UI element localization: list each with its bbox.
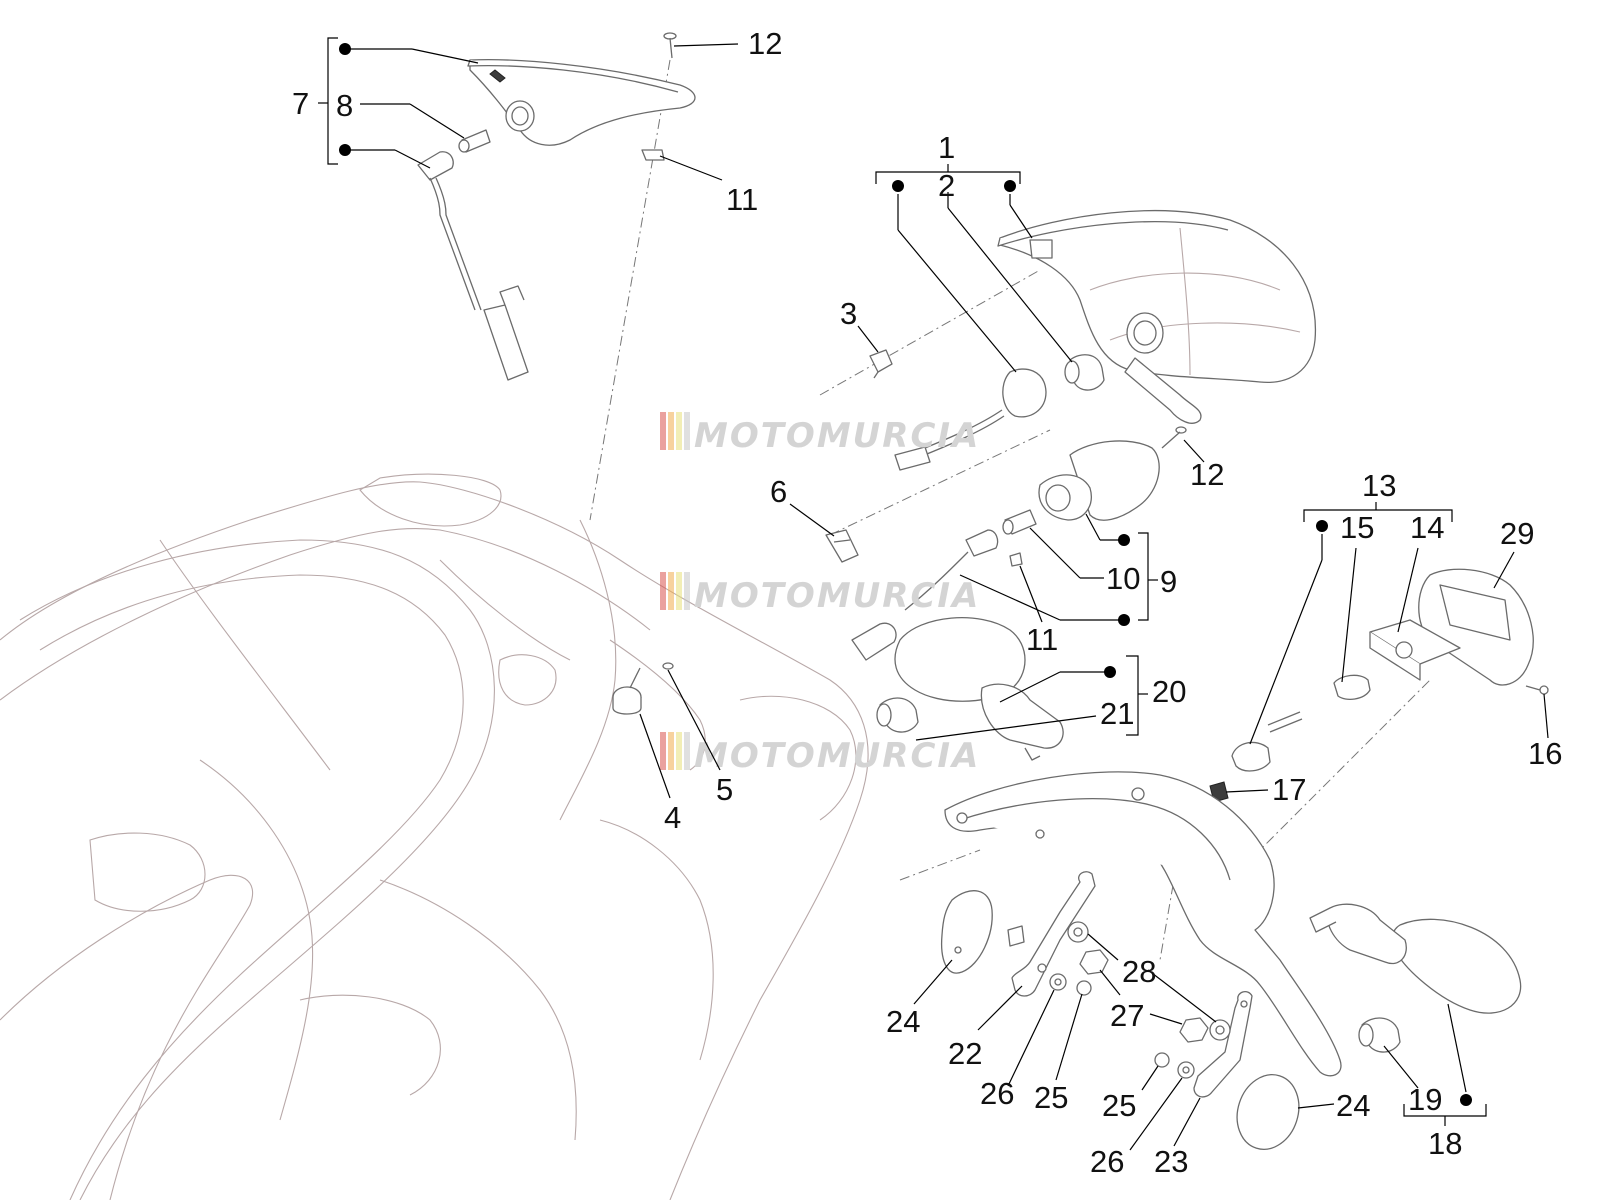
lock-washer-28-lower xyxy=(1209,1019,1231,1041)
callout-21: 21 xyxy=(1100,696,1134,731)
front-light-bulb xyxy=(458,129,491,153)
reflector-24-right xyxy=(1236,1074,1300,1150)
rear-turn-indicator-left xyxy=(894,617,1064,761)
callout-22: 22 xyxy=(948,1036,982,1071)
callout-26-upper: 26 xyxy=(980,1076,1014,1111)
callout-13: 13 xyxy=(1362,468,1396,503)
watermark-text: MOTOMURCIA xyxy=(694,576,980,616)
callout-8: 8 xyxy=(336,88,353,123)
rear-tail-light xyxy=(997,210,1317,424)
clip-3 xyxy=(869,349,893,379)
callout-29: 29 xyxy=(1500,516,1534,551)
nut-25-lower xyxy=(1154,1052,1170,1068)
clip-11-top xyxy=(641,149,665,161)
rear-indicator-bulb-left xyxy=(876,697,919,733)
callout-16: 16 xyxy=(1528,736,1562,771)
license-plate-light-housing xyxy=(1418,568,1534,686)
callout-27: 27 xyxy=(1110,998,1144,1033)
callout-labels: 1 2 3 4 5 6 7 8 9 10 11 11 12 12 13 14 1… xyxy=(292,26,1562,1179)
nut-27-lower xyxy=(1179,1017,1209,1043)
clip-6 xyxy=(825,529,859,563)
clip-5 xyxy=(662,662,674,670)
watermark-top: MOTOMURCIA xyxy=(660,412,980,456)
callout-6: 6 xyxy=(770,474,787,509)
front-turn-indicator xyxy=(1038,440,1160,521)
nut-25-upper xyxy=(1076,980,1092,996)
screw-12-middle xyxy=(1161,426,1187,449)
rear-body-panel xyxy=(0,473,869,1200)
callout-5: 5 xyxy=(716,772,733,807)
reflector-24-left xyxy=(940,890,993,974)
callout-11-middle: 11 xyxy=(1026,622,1058,657)
callout-2: 2 xyxy=(938,168,955,203)
callout-4: 4 xyxy=(664,800,681,835)
rear-mudguard xyxy=(944,771,1342,1077)
leader-lines xyxy=(318,37,1549,1151)
callout-19: 19 xyxy=(1408,1082,1442,1117)
bracket-23 xyxy=(1193,990,1253,1098)
front-position-light xyxy=(467,59,696,146)
callout-11-top: 11 xyxy=(726,182,758,217)
washer-26-upper xyxy=(1049,973,1067,991)
bracket-22 xyxy=(1007,871,1096,997)
tail-light-bulb-2 xyxy=(1064,354,1105,391)
washer-26-lower xyxy=(1177,1061,1195,1079)
callout-17: 17 xyxy=(1272,772,1306,807)
rear-turn-indicator-right xyxy=(1309,903,1522,1014)
license-light-harness xyxy=(1231,711,1303,772)
assembly-axes xyxy=(589,59,1431,961)
callout-24-left: 24 xyxy=(886,1004,920,1039)
callout-25-lower: 25 xyxy=(1102,1088,1136,1123)
tail-light-socket-harness xyxy=(894,368,1047,471)
screw-16 xyxy=(1525,685,1549,695)
clip-11-middle xyxy=(1009,552,1023,567)
callout-9: 9 xyxy=(1160,564,1177,599)
lock-washer-28 xyxy=(1067,921,1089,943)
callout-12-middle: 12 xyxy=(1190,457,1224,492)
bullet-dots xyxy=(339,43,1472,1106)
indicator-socket-wire xyxy=(851,529,999,661)
screw-12-top xyxy=(663,32,677,59)
callout-25-upper: 25 xyxy=(1034,1080,1068,1115)
watermark-text: MOTOMURCIA xyxy=(694,736,980,776)
watermark-bottom: MOTOMURCIA xyxy=(660,732,980,776)
nut-27-upper xyxy=(1079,949,1109,975)
callout-23: 23 xyxy=(1154,1144,1188,1179)
callout-18: 18 xyxy=(1428,1126,1462,1161)
knob-4 xyxy=(612,667,642,715)
callout-1: 1 xyxy=(938,130,955,165)
callout-3: 3 xyxy=(840,296,857,331)
callout-14: 14 xyxy=(1410,510,1444,545)
callout-24-right: 24 xyxy=(1336,1088,1370,1123)
license-light-lens-14 xyxy=(1369,619,1461,681)
callout-28: 28 xyxy=(1122,954,1156,989)
callout-26-lower: 26 xyxy=(1090,1144,1124,1179)
callout-15: 15 xyxy=(1340,510,1374,545)
callout-7: 7 xyxy=(292,86,309,121)
watermark-text: MOTOMURCIA xyxy=(694,416,980,456)
front-light-wiring xyxy=(417,151,529,381)
callout-20: 20 xyxy=(1152,674,1186,709)
watermark-middle: MOTOMURCIA xyxy=(660,572,980,616)
indicator-bulb-10 xyxy=(1002,509,1037,535)
callout-10: 10 xyxy=(1106,561,1140,596)
license-light-bulb-15 xyxy=(1333,674,1371,701)
callout-12-top: 12 xyxy=(748,26,782,61)
rear-indicator-bulb-right-19 xyxy=(1358,1017,1401,1053)
